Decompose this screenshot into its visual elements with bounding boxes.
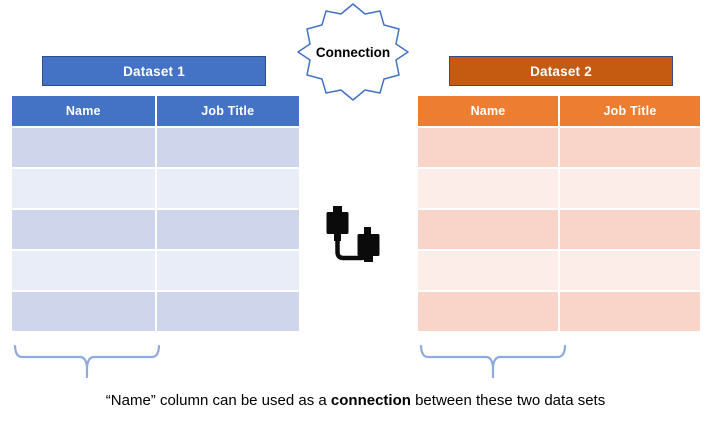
diagram-caption: “Name” column can be used as a connectio… xyxy=(0,392,711,409)
dataset-1-column-header-job-title[interactable]: Job Title xyxy=(154,96,299,126)
table-row[interactable] xyxy=(418,292,700,331)
caption-emphasis: connection xyxy=(330,392,411,409)
table-row[interactable] xyxy=(12,251,299,290)
table-cell-job-title[interactable] xyxy=(154,251,299,290)
dataset-2-banner-label: Dataset 2 xyxy=(530,63,592,79)
table-cell-job-title[interactable] xyxy=(558,128,700,167)
table-row[interactable] xyxy=(12,292,299,331)
dataset-2-column-header-job-title[interactable]: Job Title xyxy=(558,96,700,126)
brace-dataset-2-name-column xyxy=(418,344,568,380)
dataset-2-table: Name Job Title xyxy=(418,96,700,331)
table-row[interactable] xyxy=(418,128,700,167)
table-cell-name[interactable] xyxy=(418,169,558,208)
table-cell-job-title[interactable] xyxy=(558,251,700,290)
caption-part-2: between these two data sets xyxy=(410,392,606,409)
table-cell-name[interactable] xyxy=(12,128,155,167)
table-row[interactable] xyxy=(418,169,700,208)
dataset-2-banner[interactable]: Dataset 2 xyxy=(449,56,673,86)
table-cell-job-title[interactable] xyxy=(154,169,299,208)
table-cell-name[interactable] xyxy=(418,251,558,290)
table-row[interactable] xyxy=(12,210,299,249)
table-cell-job-title[interactable] xyxy=(154,128,299,167)
dataset-2-header-row: Name Job Title xyxy=(418,96,700,126)
brace-dataset-1-name-column xyxy=(12,344,162,380)
caption-part-1: “Name” column can be used as a xyxy=(105,392,331,409)
table-cell-job-title[interactable] xyxy=(154,292,299,331)
dataset-2-column-header-name[interactable]: Name xyxy=(418,96,558,126)
table-cell-name[interactable] xyxy=(12,169,155,208)
dataset-1-header-row: Name Job Title xyxy=(12,96,299,126)
table-cell-job-title[interactable] xyxy=(558,292,700,331)
table-cell-name[interactable] xyxy=(12,251,155,290)
table-row[interactable] xyxy=(418,251,700,290)
table-cell-name[interactable] xyxy=(418,292,558,331)
table-cell-name[interactable] xyxy=(418,128,558,167)
table-cell-job-title[interactable] xyxy=(154,210,299,249)
star-burst-icon xyxy=(297,3,409,101)
connection-badge[interactable]: Connection xyxy=(294,2,412,102)
table-cell-job-title[interactable] xyxy=(558,169,700,208)
table-cell-name[interactable] xyxy=(12,210,155,249)
connection-badge-label: Connection xyxy=(315,44,391,60)
table-cell-name[interactable] xyxy=(418,210,558,249)
dataset-1-column-header-name[interactable]: Name xyxy=(12,96,155,126)
dataset-1-banner[interactable]: Dataset 1 xyxy=(42,56,266,86)
table-row[interactable] xyxy=(12,128,299,167)
table-row[interactable] xyxy=(12,169,299,208)
table-cell-job-title[interactable] xyxy=(558,210,700,249)
table-cell-name[interactable] xyxy=(12,292,155,331)
dataset-1-banner-label: Dataset 1 xyxy=(123,63,185,79)
usb-cable-icon xyxy=(319,200,391,272)
dataset-1-table: Name Job Title xyxy=(12,96,299,331)
table-row[interactable] xyxy=(418,210,700,249)
